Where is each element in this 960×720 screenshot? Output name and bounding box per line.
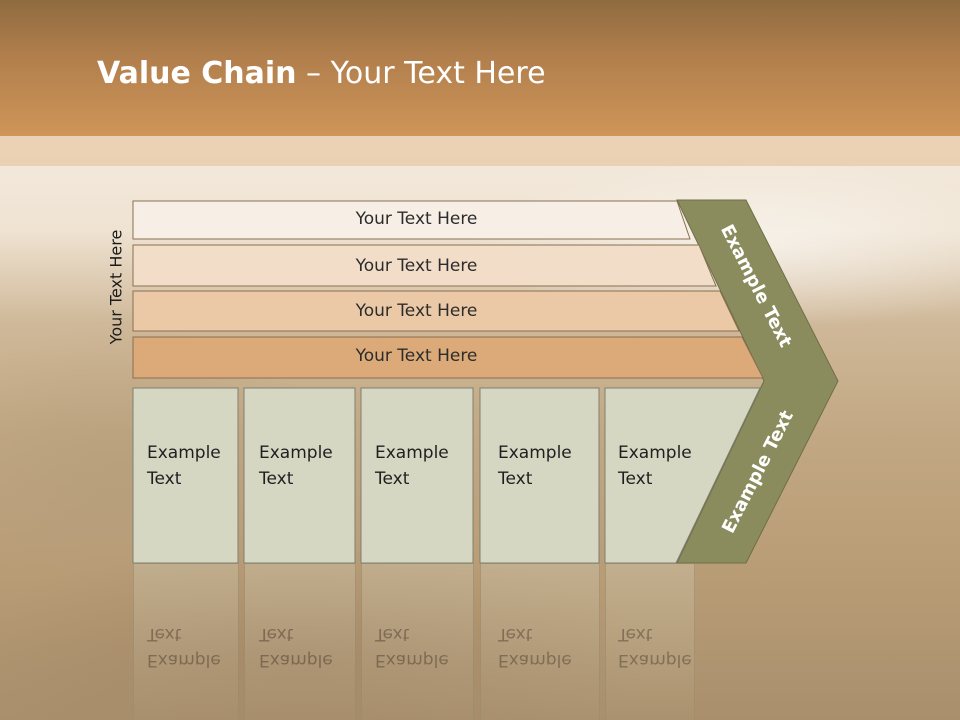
title-bold: Value Chain xyxy=(97,56,297,91)
activity-box-5-label: Example Text xyxy=(618,443,692,489)
activity-box-1[interactable] xyxy=(132,387,239,564)
activity-box-2-label: Example Text xyxy=(259,443,333,489)
bar-4-label: Your Text Here xyxy=(355,346,478,366)
activity-box-1-label: Example Text xyxy=(147,443,221,489)
slide-title: Value Chain – Your Text Here xyxy=(97,56,546,92)
bar-1[interactable] xyxy=(132,200,691,240)
bar-1-label: Your Text Here xyxy=(355,209,478,229)
activity-box-5[interactable] xyxy=(604,387,761,564)
bar-2[interactable] xyxy=(132,244,717,287)
activity-box-3[interactable] xyxy=(360,387,474,564)
bar-4[interactable] xyxy=(132,336,764,379)
activity-box-3-label: Example Text xyxy=(375,443,449,489)
title-banner xyxy=(0,0,960,136)
title-rest: – Your Text Here xyxy=(296,56,546,91)
chevron-arrow[interactable] xyxy=(676,199,839,564)
bar-2-label: Your Text Here xyxy=(355,256,478,276)
activity-box-4[interactable] xyxy=(479,387,600,564)
banner-stripe xyxy=(0,136,960,166)
bar-3-label: Your Text Here xyxy=(355,301,478,321)
activity-box-4-label: Example Text xyxy=(498,443,572,489)
bar-3[interactable] xyxy=(132,290,740,332)
activity-box-2[interactable] xyxy=(243,387,356,564)
